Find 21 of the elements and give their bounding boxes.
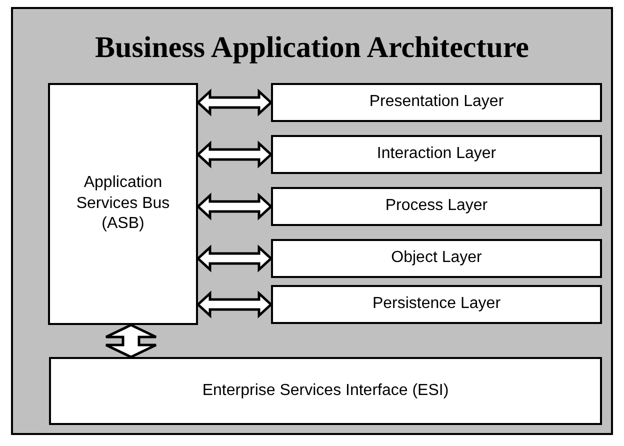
box-label: Application Services Bus (ASB): [75, 172, 171, 234]
layer-box: [271, 187, 602, 226]
box-label: Process Layer: [385, 196, 488, 216]
double-arrow: [196, 290, 273, 318]
double-arrow: [196, 140, 273, 168]
box-label: Interaction Layer: [376, 144, 496, 164]
double-arrow: [196, 192, 273, 220]
box-label: Object Layer: [391, 248, 482, 268]
layer-box: [48, 83, 198, 325]
box-label: Presentation Layer: [369, 92, 504, 112]
layer-box: [271, 239, 602, 278]
layer-box: [271, 83, 602, 122]
box-label: Persistence Layer: [372, 294, 501, 314]
layer-box: [271, 285, 602, 324]
double-arrow: [104, 324, 158, 358]
double-arrow: [196, 244, 273, 272]
double-arrow: [196, 88, 273, 116]
layer-box: [49, 357, 602, 425]
layer-box: [271, 135, 602, 174]
title: Business Application Architecture: [94, 31, 530, 65]
box-label: Enterprise Services Interface (ESI): [202, 380, 449, 401]
